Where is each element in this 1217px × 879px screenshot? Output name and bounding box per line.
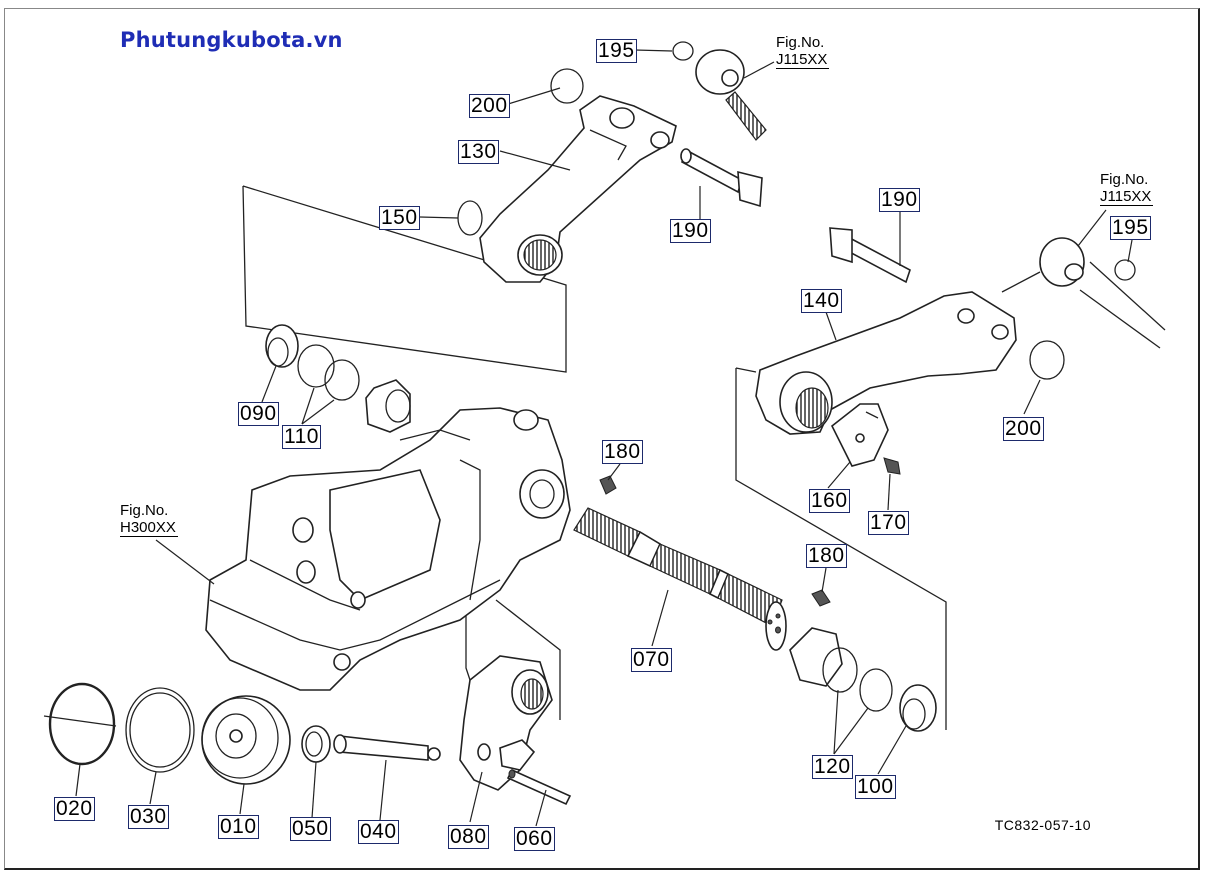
grease-nipples	[599, 475, 831, 607]
leader-lines	[75, 49, 1133, 827]
piston-010	[201, 695, 291, 785]
callout-100[interactable]: 100	[855, 775, 896, 799]
figure-ref-code: J115XX	[776, 51, 830, 69]
plate-160	[830, 403, 901, 475]
o-ring-020	[43, 682, 117, 766]
lift-arm-140	[755, 291, 1017, 435]
callout-140[interactable]: 140	[801, 289, 842, 313]
callout-060[interactable]: 060	[514, 827, 555, 851]
snap-rings-top	[457, 41, 694, 236]
callout-110[interactable]: 110	[282, 425, 321, 449]
rod-end-right	[1029, 237, 1136, 380]
pin-060	[506, 768, 572, 806]
bushing-set-right	[789, 627, 937, 732]
pin-190-top	[680, 148, 763, 208]
rod-040	[333, 734, 441, 761]
pin-190-right	[829, 227, 911, 284]
callout-190[interactable]: 190	[879, 188, 920, 212]
figure-reference-left: Fig.No. H300XX	[120, 502, 178, 537]
callout-195[interactable]: 195	[1110, 216, 1151, 240]
callout-180[interactable]: 180	[806, 544, 847, 568]
backup-ring-030	[125, 687, 195, 773]
callout-070[interactable]: 070	[631, 648, 672, 672]
callout-150[interactable]: 150	[379, 206, 420, 230]
figure-label: Fig.No.	[120, 502, 169, 519]
callout-200[interactable]: 200	[469, 94, 510, 118]
lift-cylinder-housing	[205, 407, 571, 691]
callout-195[interactable]: 195	[596, 39, 637, 63]
callout-050[interactable]: 050	[290, 817, 331, 841]
diagram-frame	[4, 8, 1200, 870]
callout-190[interactable]: 190	[670, 219, 711, 243]
callout-090[interactable]: 090	[238, 402, 279, 426]
callout-020[interactable]: 020	[54, 797, 95, 821]
figure-reference-right: Fig.No. J115XX	[1100, 171, 1154, 206]
figure-ref-code: H300XX	[120, 519, 178, 537]
rod-end-top	[695, 49, 767, 141]
figure-ref-code: J115XX	[1100, 188, 1154, 206]
lift-arm-130	[479, 95, 677, 283]
callout-080[interactable]: 080	[448, 825, 489, 849]
arm-080	[459, 655, 553, 791]
figure-label: Fig.No.	[776, 34, 825, 51]
callout-170[interactable]: 170	[868, 511, 909, 535]
callout-130[interactable]: 130	[458, 140, 499, 164]
brand-watermark: Phutungkubota.vn	[120, 28, 343, 52]
seal-050	[301, 725, 331, 763]
callout-030[interactable]: 030	[128, 805, 169, 829]
drawing-code: TC832-057-10	[994, 817, 1091, 833]
callout-010[interactable]: 010	[218, 815, 259, 839]
figure-reference-top: Fig.No. J115XX	[776, 34, 830, 69]
callout-160[interactable]: 160	[809, 489, 850, 513]
callout-120[interactable]: 120	[812, 755, 853, 779]
figure-label: Fig.No.	[1100, 171, 1149, 188]
callout-200[interactable]: 200	[1003, 417, 1044, 441]
lift-shaft-070	[573, 507, 787, 651]
callout-040[interactable]: 040	[358, 820, 399, 844]
callout-180[interactable]: 180	[602, 440, 643, 464]
bushing-set-left	[265, 324, 411, 433]
